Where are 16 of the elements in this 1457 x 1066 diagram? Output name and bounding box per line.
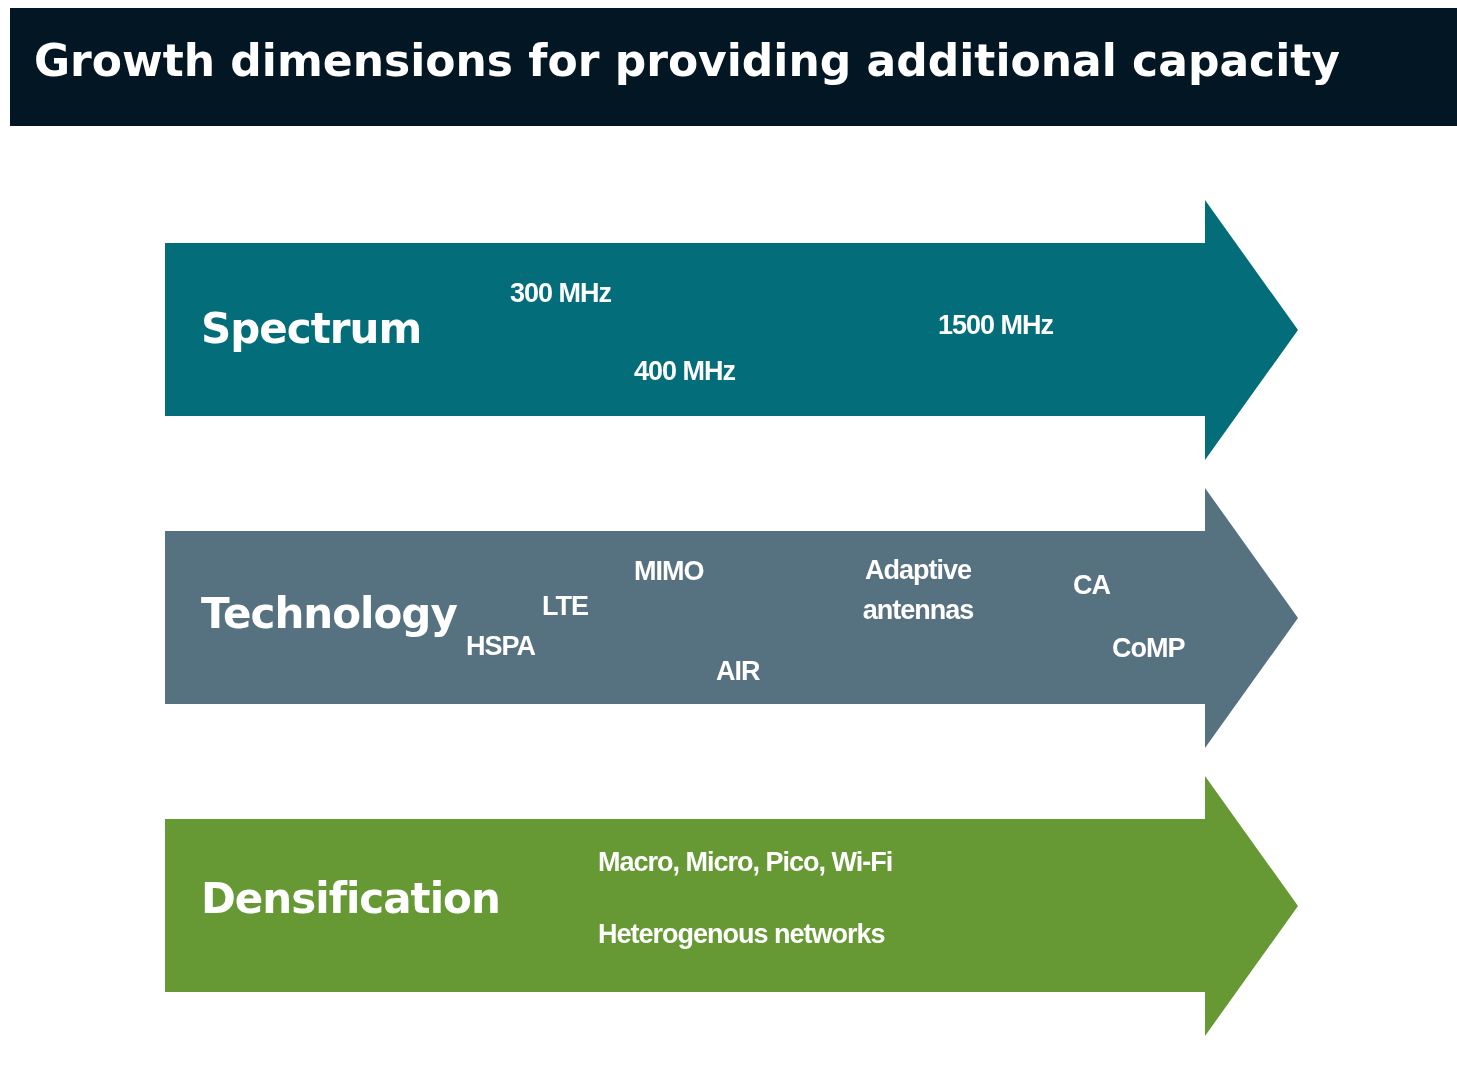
item-label: Adaptive antennas [861,554,975,627]
item-label: CA [1073,569,1110,601]
item-label: 300 MHz [510,277,612,309]
item-label: 1500 MHz [938,309,1054,341]
category-label: Densification [201,873,500,923]
item-label: HSPA [466,630,535,662]
item-label: AIR [716,655,760,687]
item-label: MIMO [634,555,704,587]
category-label: Technology [201,588,457,638]
item-label: Macro, Micro, Pico, Wi-Fi [598,846,893,878]
item-label: 400 MHz [634,355,736,387]
category-label: Spectrum [201,303,422,353]
title: Growth dimensions for providing additional capacity [34,34,1340,86]
item-label: LTE [542,590,588,622]
item-label: CoMP [1112,632,1185,664]
item-label: Heterogenous networks [598,918,885,950]
